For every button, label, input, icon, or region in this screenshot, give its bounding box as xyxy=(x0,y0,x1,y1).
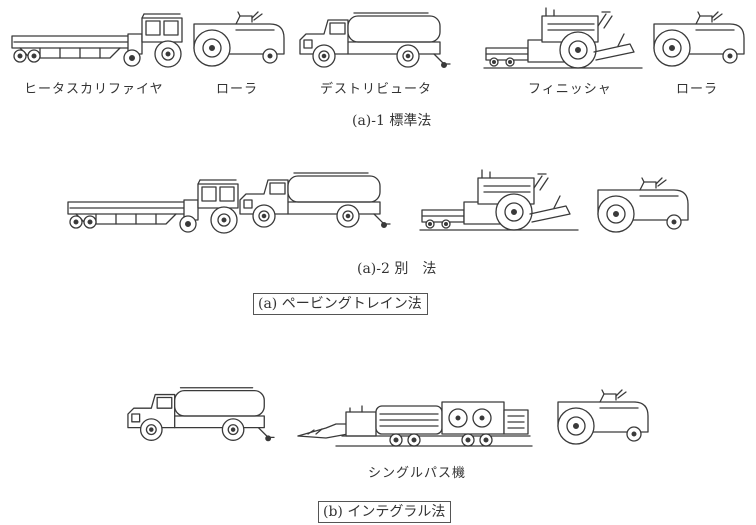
caption-standard-method: (a)-1 標準法 xyxy=(352,113,432,129)
machine-label-distributor: デストリビュータ xyxy=(320,82,433,97)
caption-alternative-method: (a)-2 別 法 xyxy=(357,261,437,277)
distributor-drawing-3 xyxy=(126,384,274,446)
distributor-drawing-2 xyxy=(238,168,390,234)
section-title-paving-train: (a) ペービングトレイン法 xyxy=(253,293,428,315)
roller-drawing-3 xyxy=(592,174,692,236)
finisher-drawing xyxy=(484,6,642,72)
heater-scarifier-drawing xyxy=(10,10,188,70)
machine-label-roller: ローラ xyxy=(216,82,259,97)
machine-label-single-pass: シングルパス機 xyxy=(368,466,467,481)
roller-drawing-2 xyxy=(650,8,746,70)
single-pass-machine-drawing xyxy=(296,398,532,450)
roller-drawing-4 xyxy=(552,386,652,448)
section-title-integral-method: (b) インテグラル法 xyxy=(318,501,452,523)
machine-label-finisher: フィニッシャ xyxy=(528,82,612,97)
heater-scarifier-drawing-2 xyxy=(66,176,244,236)
machine-label-heater-scarifier: ヒータスカリファイヤ xyxy=(24,82,164,97)
finisher-drawing-2 xyxy=(420,166,578,236)
distributor-drawing xyxy=(298,10,450,72)
machine-label-roller-2: ローラ xyxy=(676,82,719,97)
roller-drawing xyxy=(190,8,286,70)
